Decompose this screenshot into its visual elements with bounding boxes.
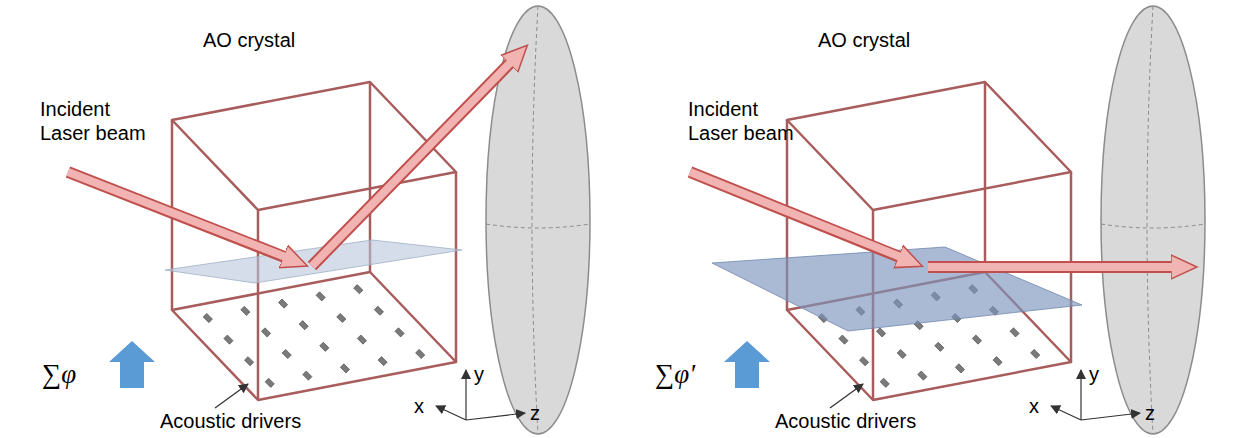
axis-label: z [530,401,540,425]
acoustic-driver [395,328,404,337]
axis-label: x [414,394,424,418]
acoustic-driver [224,335,233,344]
phase-sum: ∑φ′ [655,358,695,390]
ao-crystal-cube [172,82,456,400]
acoustic-driver [241,306,250,315]
phase-arrow [109,341,155,388]
laser-beam [690,172,1176,267]
acoustic-driver [416,349,425,358]
acoustic-driver [316,292,325,301]
cube-verticals [172,82,456,400]
acoustic-driver [203,313,212,322]
screen-meridian [532,6,538,434]
acoustic-driver [278,299,287,308]
laser-beam [68,60,513,266]
axis-label: x [1029,394,1039,418]
beam-label: Incident Laser beam [40,97,155,145]
acoustic-driver-grid [203,285,425,388]
incident-beam [690,172,902,258]
acoustic-driver [374,306,383,315]
acoustic-driver [320,342,329,351]
deflected-beam-core [312,60,513,266]
incident-beam [68,172,287,258]
acoustic-driver [265,378,274,387]
deflected-beam [312,61,512,266]
axis-y [465,370,466,420]
beam-label: Incident Laser beam [688,97,803,145]
screen-equator [486,224,590,228]
part-label: AO crystal [818,28,910,52]
axis-label: y [474,362,484,386]
cube-bottom [172,272,456,400]
acoustic-driver [299,321,308,330]
cube-top [172,82,456,210]
incident-beam-core [690,172,903,258]
axis-x [436,406,466,420]
acoustic-driver [337,313,346,322]
acoustic-driver [282,349,291,358]
acoustic-driver [244,357,253,366]
axis-label: y [1089,362,1099,386]
transmitted-beam-core [928,263,1176,271]
part-label: Acoustic drivers [160,409,301,433]
leader-line [215,384,248,408]
incident-beam-core [68,172,288,258]
transmitted-beam [928,261,1175,273]
part-label: Acoustic drivers [775,409,916,433]
phase-sum: ∑φ [42,358,76,390]
axis-z [466,413,525,420]
acoustic-driver [261,328,270,337]
acoustic-driver [354,285,363,294]
acoustic-driver [303,371,312,380]
part-label: AO crystal [203,28,295,52]
acoustic-driver [378,357,387,366]
acoustic-driver [340,364,349,373]
acoustic-driver [357,335,366,344]
axis-label: z [1145,401,1155,425]
